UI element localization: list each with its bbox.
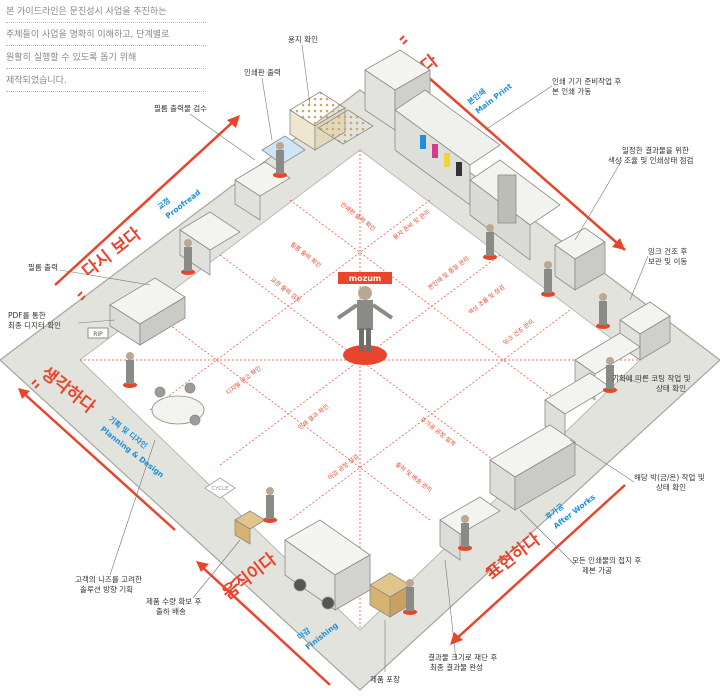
truck-illustration xyxy=(284,519,371,611)
cycle-badge: CYCLE xyxy=(204,477,236,499)
main-press-illustration xyxy=(364,49,561,261)
annotation: 모든 인쇄물의 접지 후 xyxy=(572,555,641,565)
annotation: 출하 배송 xyxy=(156,606,186,616)
annotation: PDF를 통한 xyxy=(8,311,46,320)
worker-figure xyxy=(541,261,555,297)
annotation: 잉크 건조 후 xyxy=(648,246,687,256)
intro-line: 본 가이드라인은 문진성시 사업을 추진하는 xyxy=(6,2,206,23)
worker-figure xyxy=(596,293,610,329)
annotation: 최종 디지터 확인 xyxy=(8,320,61,330)
worker-figure xyxy=(181,239,195,275)
arrow-move xyxy=(199,564,331,686)
annotation: 제본 가공 xyxy=(582,566,612,575)
annotation: 인쇄판 출력 xyxy=(244,67,281,77)
paper-pallets-illustration xyxy=(289,91,374,151)
worker-figure xyxy=(403,579,417,615)
annotation: 솔루션 방향 기획 xyxy=(80,584,133,594)
brand-logo: mozum xyxy=(349,274,382,283)
worker-figure xyxy=(263,487,277,523)
film-output-illustration xyxy=(109,135,306,346)
annotation: 필름 출력물 검수 xyxy=(154,103,207,113)
annotation: 본 인쇄 가동 xyxy=(552,86,591,96)
worker-figure xyxy=(603,357,617,393)
annotation: 결과물 크기로 재단 후 xyxy=(428,652,497,662)
annotation: 상태 확인 xyxy=(656,482,686,492)
meeting-table-illustration xyxy=(151,382,205,426)
worker-figure xyxy=(458,515,472,551)
annotation: 해당 박(금/은) 작업 및 xyxy=(634,472,705,482)
center-presenter: mozum xyxy=(336,272,394,365)
annotation: 용지 확인 xyxy=(288,34,318,44)
worker-figure xyxy=(483,224,497,260)
cycle-label: CYCLE xyxy=(211,486,229,492)
workers xyxy=(123,142,617,615)
worker-figure xyxy=(123,352,137,388)
annotation: 인쇄 기기 준비작업 후 xyxy=(552,76,621,86)
leader-lines xyxy=(59,44,649,672)
color-check-illustration xyxy=(554,227,606,291)
rip-label: RIP xyxy=(93,331,103,338)
annotation: 보관 및 이동 xyxy=(648,256,687,266)
annotation: 일정한 결과물을 위한 xyxy=(622,145,689,155)
annotation: 필름 출력 xyxy=(28,262,58,272)
annotations: 용지 확인 인쇄판 출력 필름 출력물 검수 필름 출력 PDF를 통한 최종 … xyxy=(8,34,705,684)
machine-illustrations xyxy=(109,49,671,618)
annotation: 기획에 따른 코팅 작업 및 xyxy=(612,373,691,383)
rip-box: RIP xyxy=(87,327,109,339)
arrow-express xyxy=(454,484,626,641)
annotation: 상태 확인 xyxy=(656,383,686,393)
intro-line: 원활히 실행할 수 있도록 돕기 위해 xyxy=(6,48,206,69)
arrow-think xyxy=(19,389,176,531)
logo-badge xyxy=(338,272,392,284)
annotation: 고객의 니즈를 고려한 xyxy=(75,574,142,584)
intro-line: 제작되었습니다. xyxy=(6,71,206,92)
intro-line: 주체들이 사업을 명확히 이해하고, 단계별로 xyxy=(6,25,206,46)
annotation: 제품 포장 xyxy=(370,674,400,684)
arrow-make xyxy=(419,69,626,251)
annotation: 색상 조율 및 인쇄상태 점검 xyxy=(608,155,693,165)
worker-figure xyxy=(273,142,287,178)
arrow-review xyxy=(54,119,236,286)
annotation: 최종 결과물 완성 xyxy=(430,662,483,672)
annotation: 제품 수량 확보 후 xyxy=(146,596,202,606)
intro-text: 본 가이드라인은 문진성시 사업을 추진하는 주체들이 사업을 명확히 이해하고… xyxy=(6,2,206,94)
